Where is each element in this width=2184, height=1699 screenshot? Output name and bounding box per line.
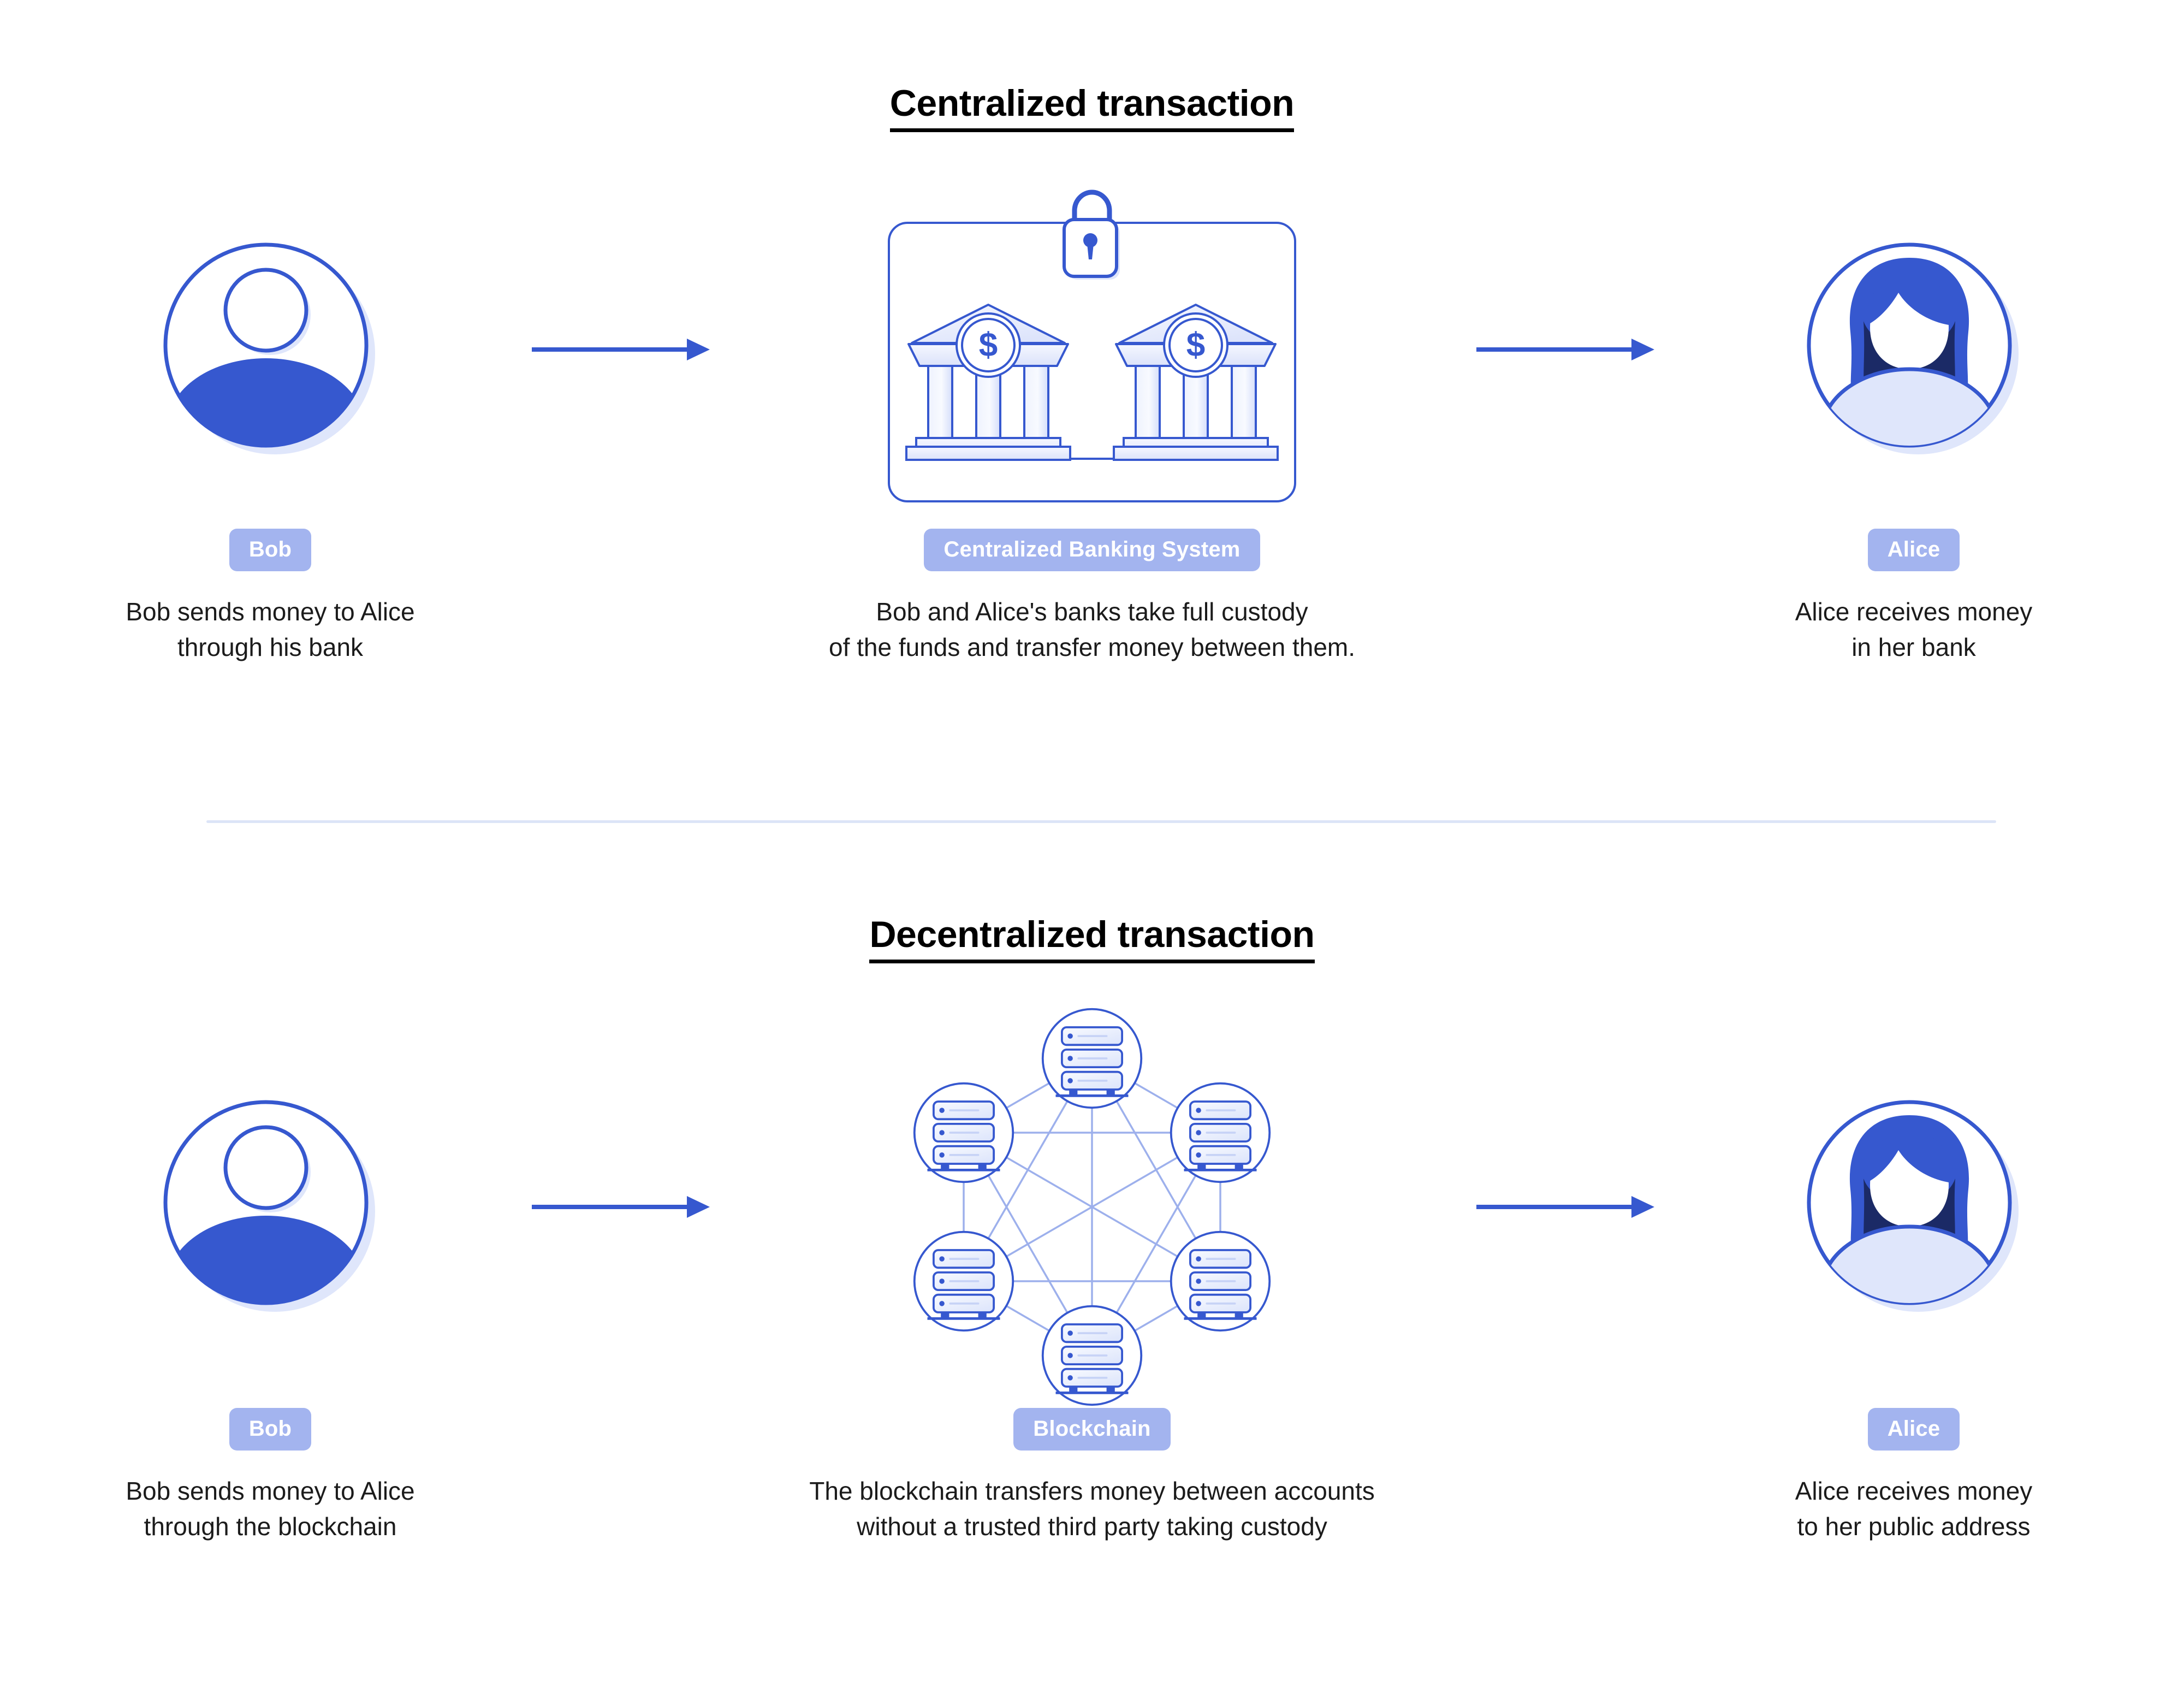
svg-text:$: $ xyxy=(1186,327,1205,364)
badge-banking-system: Centralized Banking System xyxy=(924,529,1260,571)
user-avatar-male-icon xyxy=(163,242,375,454)
caption-blockchain: The blockchain transfers money between a… xyxy=(809,1477,1375,1541)
arrow-bob-to-bank xyxy=(516,180,723,519)
user-avatar-female-icon xyxy=(1807,242,2019,454)
row-centralized: Bob Bob sends money to Alice through his… xyxy=(0,180,2184,666)
server-stack-icon xyxy=(1043,1009,1142,1108)
badge-bob-decentralized: Bob xyxy=(229,1408,312,1451)
avatar-alice-centralized xyxy=(1805,180,2023,519)
badge-blockchain: Blockchain xyxy=(1013,1408,1171,1451)
arrow-right-icon xyxy=(532,339,710,360)
badge-bob-centralized: Bob xyxy=(229,529,312,571)
server-stack-icon xyxy=(1171,1084,1270,1182)
arrow-right-icon xyxy=(532,1196,710,1218)
caption-alice-centralized: Alice receives money in her bank xyxy=(1795,597,2033,662)
svg-text:$: $ xyxy=(979,327,998,364)
badge-wrap-bob-decentralized: Bob xyxy=(229,1408,312,1451)
bank-building-left-icon: $ xyxy=(905,304,1071,461)
caption-bob-decentralized: Bob sends money to Alice through the blo… xyxy=(126,1477,415,1541)
arrow-right-icon xyxy=(1476,1196,1654,1218)
bank-buildings-locked-icon: $ $ xyxy=(888,190,1296,502)
caption-alice-decentralized: Alice receives money to her public addre… xyxy=(1795,1477,2033,1541)
column-banking-system: $ $ xyxy=(723,180,1461,666)
caption-banking-system: Bob and Alice's banks take full custody … xyxy=(828,597,1356,662)
server-stack-icon xyxy=(1171,1232,1270,1331)
section-title-decentralized-text: Decentralized transaction xyxy=(869,915,1315,964)
section-title-centralized: Centralized transaction xyxy=(0,82,2184,133)
section-title-decentralized: Decentralized transaction xyxy=(0,913,2184,964)
badge-alice-decentralized: Alice xyxy=(1867,1408,1960,1451)
user-avatar-male-icon xyxy=(163,1100,375,1312)
server-stack-icon xyxy=(915,1084,1013,1182)
illustration-centralized-banking: $ $ xyxy=(885,180,1299,519)
arrow-bob-to-blockchain xyxy=(516,1016,723,1398)
badge-wrap-blockchain: Blockchain xyxy=(1013,1408,1171,1451)
badge-wrap-alice-decentralized: Alice xyxy=(1867,1408,1960,1451)
column-bob-centralized: Bob Bob sends money to Alice through his… xyxy=(25,180,516,666)
server-stack-icon xyxy=(1043,1306,1142,1405)
arrow-blockchain-to-alice xyxy=(1461,1016,1668,1398)
caption-bob-centralized: Bob sends money to Alice through his ban… xyxy=(126,597,415,662)
column-blockchain: Blockchain The blockchain transfers mone… xyxy=(723,1016,1461,1545)
section-title-centralized-text: Centralized transaction xyxy=(889,84,1295,133)
column-bob-decentralized: Bob Bob sends money to Alice through the… xyxy=(25,1016,516,1545)
blockchain-node-network-icon xyxy=(901,1016,1283,1398)
badge-wrap-banking-system: Centralized Banking System xyxy=(924,529,1260,571)
row-decentralized: Bob Bob sends money to Alice through the… xyxy=(0,1016,2184,1545)
arrow-right-icon xyxy=(1476,339,1654,360)
badge-wrap-alice-centralized: Alice xyxy=(1867,529,1960,571)
illustration-blockchain-network xyxy=(901,1016,1283,1398)
column-alice-centralized: Alice Alice receives money in her bank xyxy=(1668,180,2159,666)
badge-alice-centralized: Alice xyxy=(1867,529,1960,571)
badge-wrap-bob-centralized: Bob xyxy=(229,529,312,571)
column-alice-decentralized: Alice Alice receives money to her public… xyxy=(1668,1016,2159,1545)
user-avatar-female-icon xyxy=(1807,1100,2019,1312)
section-divider xyxy=(206,820,1996,823)
padlock-icon xyxy=(1063,190,1120,280)
bank-building-right-icon: $ xyxy=(1113,304,1279,461)
server-stack-icon xyxy=(915,1232,1013,1331)
avatar-bob-decentralized xyxy=(161,1016,379,1398)
avatar-bob-centralized xyxy=(161,180,379,519)
arrow-bank-to-alice xyxy=(1461,180,1668,519)
avatar-alice-decentralized xyxy=(1805,1016,2023,1398)
